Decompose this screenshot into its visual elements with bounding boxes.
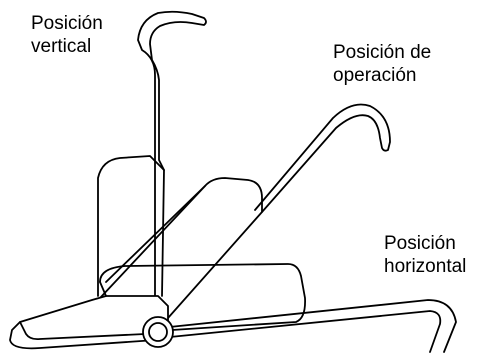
label-vertical-line1: Posición [31, 13, 103, 34]
label-horizontal-position: Posición horizontal [384, 232, 466, 278]
label-vertical-line2: vertical [31, 36, 92, 57]
label-operation-position: Posición de operación [333, 41, 431, 87]
label-operation-line1: Posición de [333, 42, 432, 63]
label-horizontal-line2: horizontal [384, 256, 467, 277]
label-horizontal-line1: Posición [384, 233, 456, 254]
label-operation-line2: operación [333, 65, 417, 86]
base-hump [99, 263, 306, 331]
handle-operation-position [99, 103, 391, 319]
label-vertical-position: Posición vertical [31, 12, 103, 58]
hinge-pivot [142, 316, 174, 348]
base-housing [9, 281, 169, 350]
handle-vertical-position [97, 10, 207, 297]
handle-horizontal-position [159, 299, 457, 353]
